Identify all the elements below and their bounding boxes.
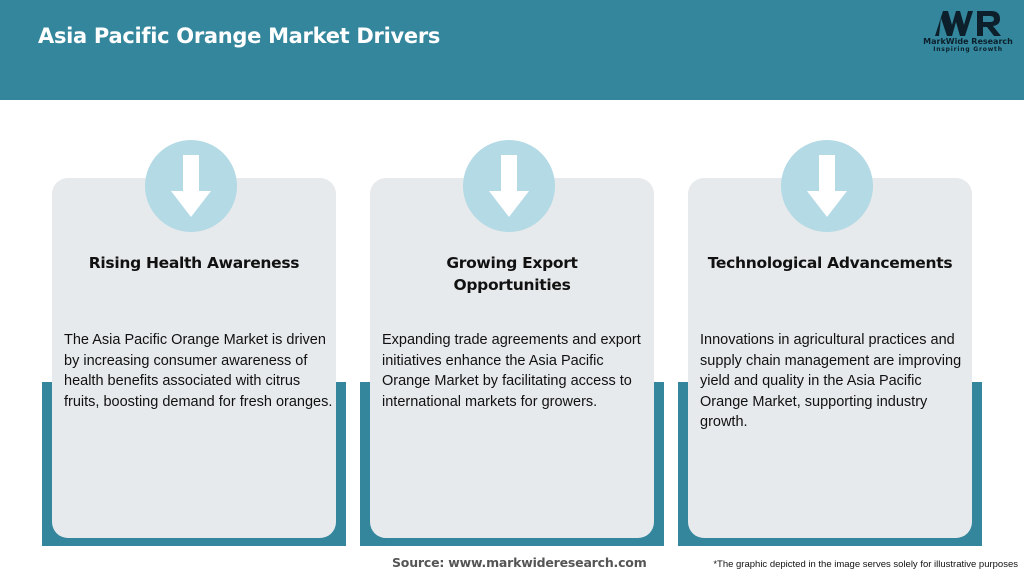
driver-title: Growing Export Opportunities [446,254,578,294]
driver-card [688,178,972,538]
driver-panel-technology: Technological Advancements Innovations i… [678,140,982,550]
driver-card [52,178,336,538]
driver-panel-health: Rising Health Awareness The Asia Pacific… [42,140,346,550]
arrow-down-icon [781,140,873,232]
header-banner: Asia Pacific Orange Market Drivers MarkW… [0,0,1024,100]
company-logo: MarkWide Research Inspiring Growth [918,8,1018,60]
driver-description: The Asia Pacific Orange Market is driven… [64,332,333,410]
driver-description: Expanding trade agreements and export in… [382,332,641,410]
source-credit: Source: www.markwideresearch.com [392,555,647,570]
driver-title: Technological Advancements [707,254,953,272]
arrow-down-icon [463,140,555,232]
disclaimer-note: *The graphic depicted in the image serve… [713,559,1018,570]
arrow-down-icon [145,140,237,232]
driver-card [370,178,654,538]
driver-description: Innovations in agricultural practices an… [700,332,962,430]
logo-name: MarkWide Research [923,37,1013,46]
driver-panel-export: Growing Export Opportunities Expanding t… [360,140,664,550]
mwr-logo-icon [935,11,1001,36]
page-title: Asia Pacific Orange Market Drivers [38,24,441,48]
driver-title: Rising Health Awareness [88,254,300,272]
logo-tagline: Inspiring Growth [933,46,1003,53]
